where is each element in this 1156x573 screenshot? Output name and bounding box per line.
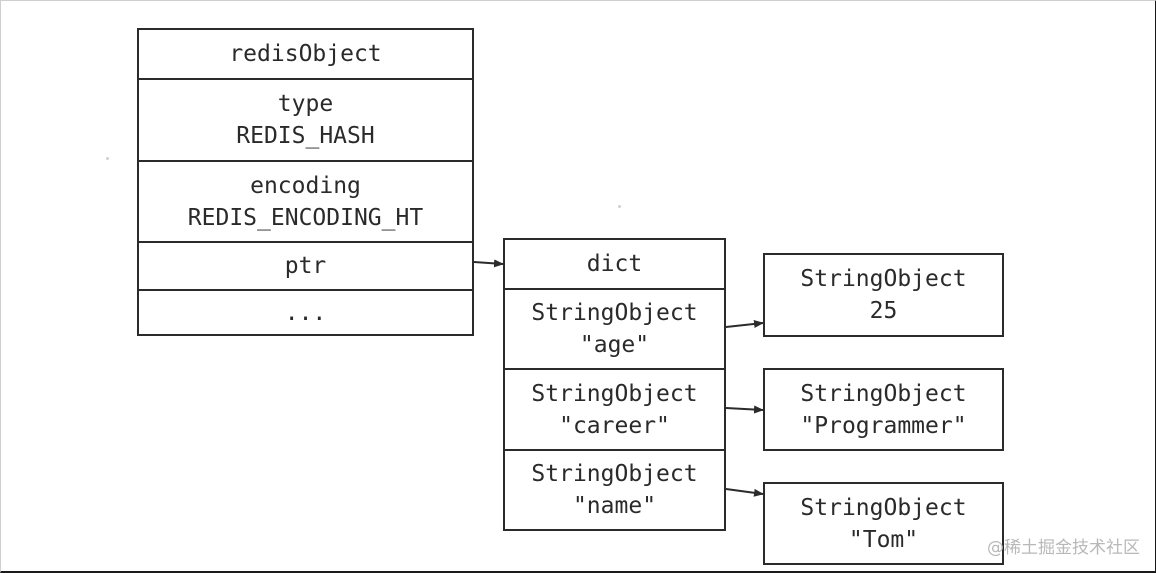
- type-value: REDIS_HASH: [236, 123, 375, 149]
- career-to-value-arrow: [725, 405, 764, 414]
- dict-title: dict: [586, 251, 643, 277]
- value-object-type: StringObject: [800, 266, 967, 292]
- redis-object-title-cell: redisObject: [139, 30, 472, 78]
- dict-entry: StringObject "age": [505, 288, 724, 368]
- value-object-box: StringObject 25: [763, 253, 1004, 337]
- value-object-value: "Programmer": [800, 412, 967, 439]
- ptr-label: ptr: [284, 253, 327, 279]
- ellipsis-field-cell: ...: [139, 289, 472, 334]
- watermark: @稀土掘金技术社区: [987, 538, 1140, 558]
- dict-entry-key-type: StringObject: [531, 380, 698, 407]
- value-object-box: StringObject "Tom": [763, 482, 1004, 565]
- encoding-label: encoding: [250, 172, 361, 199]
- dict-box: dict StringObject "age" StringObject "ca…: [503, 238, 726, 531]
- redis-object-title: redisObject: [229, 41, 382, 67]
- value-object-type: StringObject: [800, 494, 967, 521]
- type-label: type: [277, 91, 334, 117]
- value-object-type: StringObject: [800, 380, 967, 407]
- ptr-field-cell: ptr: [139, 241, 472, 289]
- dict-entry-key-value: "career": [559, 412, 670, 439]
- value-object-cell: StringObject "Tom": [765, 484, 1002, 563]
- redis-object-box: redisObject type REDIS_HASH encoding RED…: [137, 28, 474, 336]
- value-object-value: "Tom": [848, 526, 919, 553]
- type-field-cell: type REDIS_HASH: [139, 78, 472, 160]
- value-object-box: StringObject "Programmer": [763, 368, 1004, 451]
- speck: [618, 205, 621, 208]
- dict-title-cell: dict: [505, 240, 724, 288]
- ptr-to-dict-arrow: [473, 259, 504, 268]
- ellipsis-label: ...: [284, 299, 327, 326]
- dict-entry-key-type: StringObject: [531, 300, 698, 326]
- value-object-cell: StringObject "Programmer": [765, 370, 1002, 449]
- value-object-cell: StringObject 25: [765, 255, 1002, 335]
- value-object-value: 25: [869, 298, 898, 324]
- dict-entry-key-value: "age": [579, 332, 650, 358]
- dict-entry: StringObject "career": [505, 368, 724, 449]
- dict-entry: StringObject "name": [505, 449, 724, 529]
- speck: [106, 157, 109, 160]
- dict-entry-key-type: StringObject: [531, 461, 698, 487]
- encoding-field-cell: encoding REDIS_ENCODING_HT: [139, 160, 472, 241]
- name-to-value-arrow: [725, 488, 764, 497]
- encoding-value: REDIS_ENCODING_HT: [187, 204, 424, 231]
- dict-entry-key-value: "name": [572, 493, 657, 519]
- age-to-value-arrow: [725, 319, 764, 328]
